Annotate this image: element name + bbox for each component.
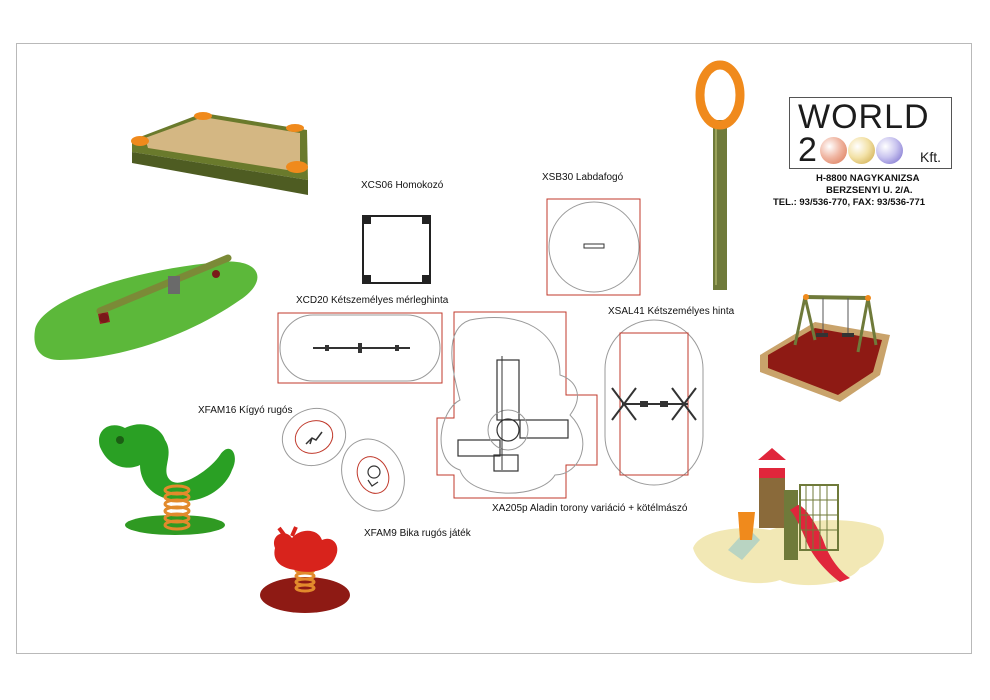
company-logo: WORLD 2 Kft. xyxy=(789,97,952,169)
label-tower: XA205p Aladin torony variáció + kötélmás… xyxy=(492,503,688,514)
logo-spacer xyxy=(904,137,918,164)
label-ball-catcher: XSB30 Labdafogó xyxy=(542,172,624,183)
company-phone-fax: TEL.: 93/536-770, FAX: 93/536-771 xyxy=(773,197,926,208)
label-snake-spring: XFAM16 Kígyó rugós xyxy=(198,405,293,416)
logo-word: WORLD xyxy=(798,98,930,136)
label-swing: XSAL41 Kétszemélyes hinta xyxy=(608,306,735,317)
bull-spring-plan xyxy=(341,438,405,512)
logo-suffix: Kft. xyxy=(920,149,942,165)
logo-ball-red xyxy=(820,137,847,164)
sandbox-plan xyxy=(362,215,431,284)
logo-ball-gold xyxy=(848,137,875,164)
ball-catcher-render xyxy=(695,60,745,290)
seesaw-plan xyxy=(277,312,443,384)
tower-render xyxy=(693,448,884,586)
drawing-sheet-border xyxy=(16,43,972,654)
company-city: H-8800 NAGYKANIZSA xyxy=(816,173,920,184)
label-sandbox: XCS06 Homokozó xyxy=(361,180,444,191)
logo-ball-purple xyxy=(876,137,903,164)
label-bull-spring: XFAM9 Bika rugós játék xyxy=(364,528,471,539)
label-seesaw: XCD20 Kétszemélyes mérleghinta xyxy=(296,295,449,306)
seesaw-render xyxy=(34,254,258,360)
bull-spring-render xyxy=(260,526,350,613)
snake-spring-render xyxy=(99,424,235,535)
sandbox-render xyxy=(131,112,308,195)
company-street: BERZSENYI U. 2/A. xyxy=(826,185,913,196)
swing-plan xyxy=(604,319,704,486)
logo-digit: 2 xyxy=(798,131,817,169)
tower-plan xyxy=(436,311,598,499)
swing-render xyxy=(760,294,890,402)
ball-catcher-plan xyxy=(546,198,641,296)
snake-spring-plan xyxy=(281,408,347,466)
